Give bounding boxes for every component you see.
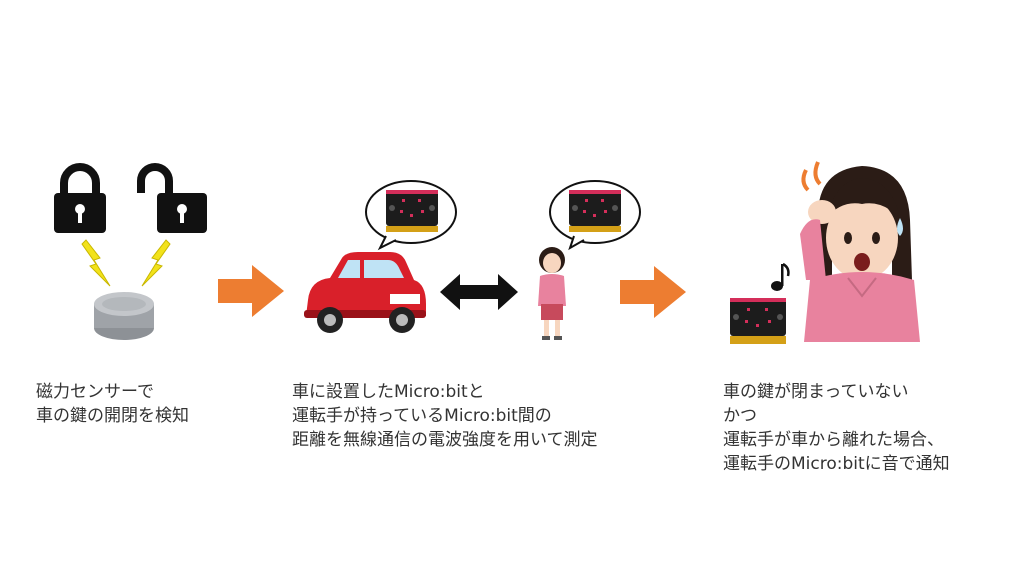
right-arrow-icon — [218, 265, 284, 317]
caption-line: 磁力センサーで — [36, 382, 154, 402]
step-caption-measure: 車に設置したMicro:bitと 運転手が持っているMicro:bit間の 距離… — [292, 380, 598, 452]
caption-line: 運転手が車から離れた場合、 — [723, 430, 944, 450]
worried-person-icon — [800, 161, 920, 342]
magnetic-sensor-icon — [94, 292, 154, 340]
caption-line: 車の鍵が閉まっていない — [723, 382, 909, 402]
red-car-icon — [304, 252, 426, 333]
caption-line: 車に設置したMicro:bitと — [292, 382, 485, 402]
lightning-bolt-icon — [141, 239, 171, 287]
music-note-icon — [771, 262, 790, 291]
step-caption-sensor: 磁力センサーで 車の鍵の開閉を検知 — [36, 380, 189, 428]
lightning-bolt-icon — [81, 239, 111, 287]
caption-line: 距離を無線通信の電波強度を用いて測定 — [292, 430, 598, 450]
step-caption-notify: 車の鍵が閉まっていない かつ 運転手が車から離れた場合、 運転手のMicro:b… — [723, 380, 950, 476]
double-arrow-icon — [440, 274, 518, 310]
microbit-board-icon — [730, 298, 786, 344]
right-arrow-icon — [620, 266, 686, 318]
padlock-closed-icon — [54, 163, 106, 233]
driver-person-icon — [538, 247, 566, 340]
microbit-board-icon — [569, 190, 621, 232]
caption-line: 運転手のMicro:bitに音で通知 — [723, 454, 950, 474]
microbit-board-icon — [386, 190, 438, 232]
caption-line: 車の鍵の開閉を検知 — [36, 406, 189, 426]
caption-line: 運転手が持っているMicro:bit間の — [292, 406, 552, 426]
padlock-open-icon — [137, 163, 207, 233]
caption-line: かつ — [723, 406, 757, 426]
